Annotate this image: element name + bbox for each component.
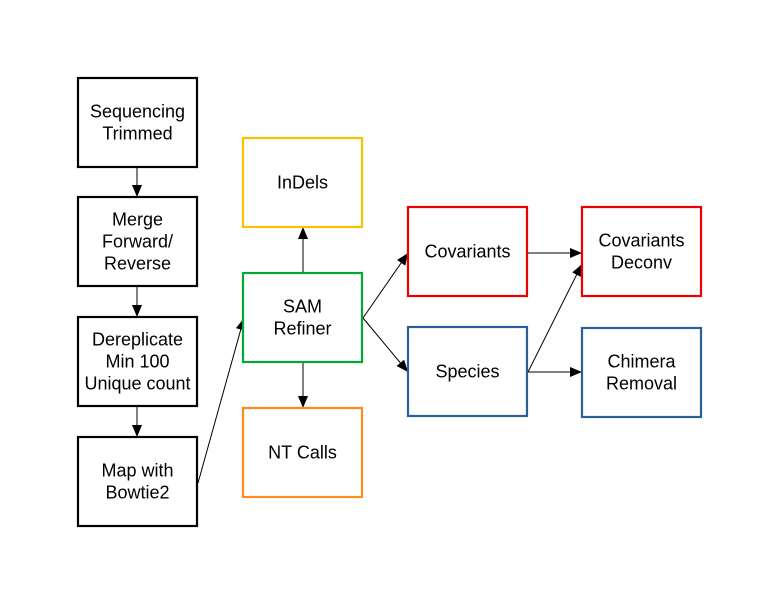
node-sequencing-box — [76, 76, 199, 169]
node-sequencing-label-line: Trimmed — [102, 124, 172, 144]
arrow-sam-to-covariants — [362, 252, 409, 319]
node-deconv-label-line: Covariants — [598, 231, 684, 251]
node-merge-box — [76, 195, 199, 288]
node-chimera-label-line: Chimera — [607, 352, 676, 372]
node-covariants-box — [406, 205, 529, 298]
node-species: Species — [406, 325, 529, 418]
node-covariants-label-line: Covariants — [424, 242, 510, 262]
node-species-box — [406, 325, 529, 418]
node-map-label-line: Map with — [101, 461, 173, 481]
node-dereplicate-box — [76, 315, 199, 408]
node-sam-label-line: Refiner — [273, 319, 331, 339]
node-ntcalls: NT Calls — [241, 406, 364, 499]
node-chimera-box — [580, 326, 703, 419]
node-species-label-line: Species — [435, 362, 499, 382]
node-merge-label-line: Merge — [112, 210, 163, 230]
edges-layer — [132, 167, 583, 484]
node-indels: InDels — [241, 136, 364, 229]
node-merge-label-line: Reverse — [104, 254, 171, 274]
node-indels-box — [241, 136, 364, 229]
node-map-label-line: Bowtie2 — [105, 483, 169, 503]
node-deconv-label-line: Deconv — [611, 253, 672, 273]
arrow-species-to-deconv — [527, 263, 583, 373]
node-dereplicate-label-line: Min 100 — [105, 352, 169, 372]
nodes-layer: SequencingTrimmedMergeForward/ReverseDer… — [76, 76, 703, 528]
node-ntcalls-label-line: NT Calls — [268, 443, 337, 463]
node-covariants: Covariants — [406, 205, 529, 298]
arrow-map-to-sam — [197, 317, 246, 484]
node-dereplicate-label-line: Dereplicate — [92, 330, 183, 350]
node-sequencing-label-line: Sequencing — [90, 102, 185, 122]
node-sam-box — [241, 271, 364, 364]
node-merge-label-line: Forward/ — [102, 232, 173, 252]
node-map-box — [76, 435, 199, 528]
node-indels-label-line: InDels — [277, 173, 328, 193]
node-deconv-box — [580, 205, 703, 298]
node-sam-label-line: SAM — [283, 297, 322, 317]
node-ntcalls-box — [241, 406, 364, 499]
arrow-sam-to-species — [362, 317, 409, 373]
node-chimera-label-line: Removal — [606, 374, 677, 394]
node-dereplicate-label-line: Unique count — [84, 374, 190, 394]
